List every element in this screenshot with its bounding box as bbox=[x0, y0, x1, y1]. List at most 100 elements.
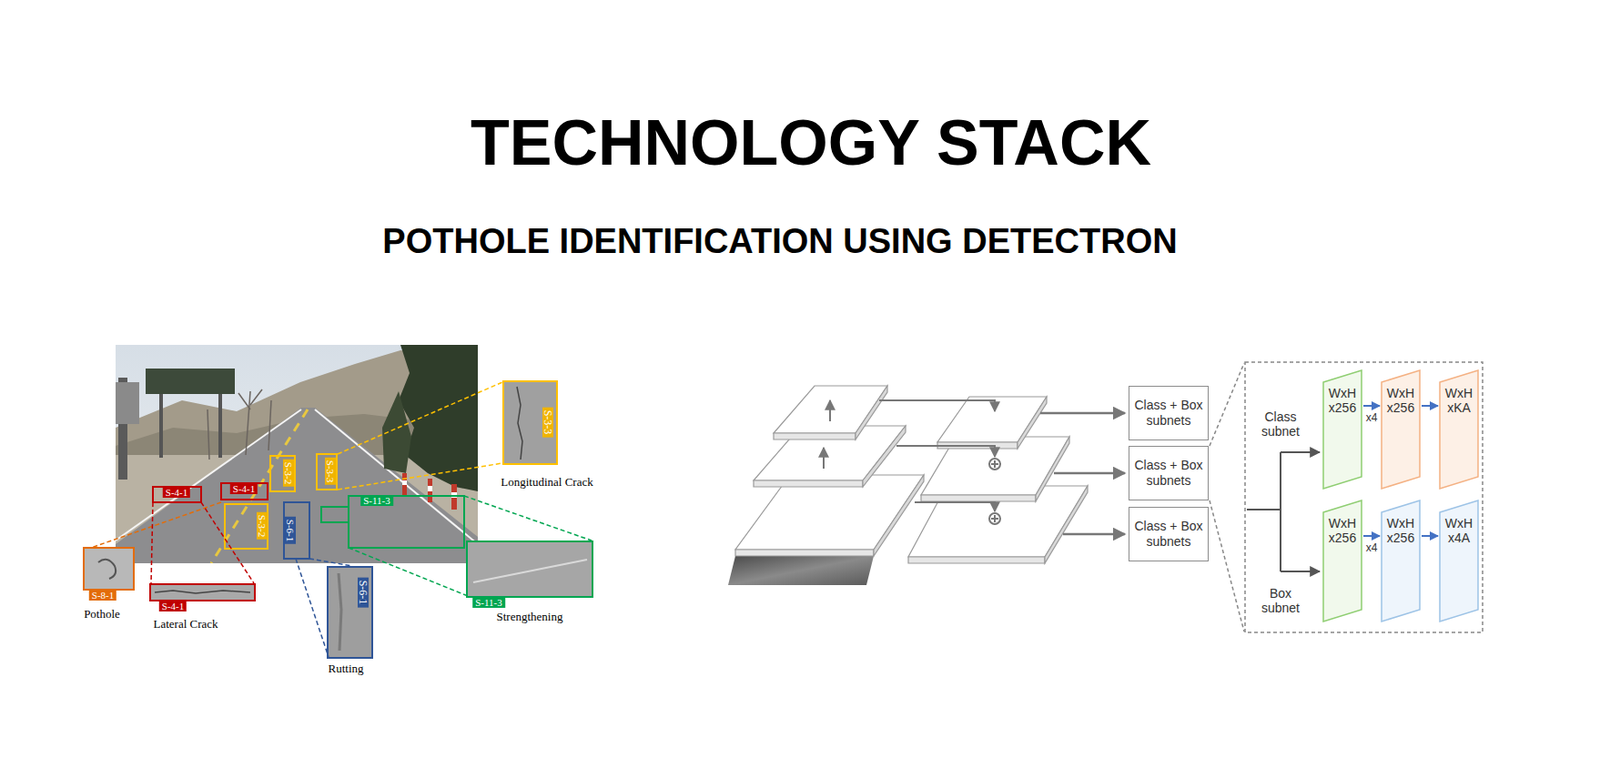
road-photo bbox=[402, 480, 407, 486]
repeat-count: x4 bbox=[1365, 412, 1379, 425]
feature-pyramid bbox=[921, 495, 1036, 502]
slide-title: TECHNOLOGY STACK bbox=[470, 106, 1152, 180]
panel-text: WxH x256 bbox=[1326, 516, 1359, 546]
box-text: Class + Box subnets bbox=[1134, 518, 1204, 550]
branch-arrow bbox=[1246, 452, 1320, 572]
road-photo bbox=[245, 391, 251, 456]
defect-code-tag: S-3-2 bbox=[256, 512, 268, 540]
panel-outline bbox=[1323, 500, 1362, 622]
road-photo bbox=[145, 368, 235, 395]
defect-code-tag: S-6-1 bbox=[284, 516, 296, 545]
panel-outline bbox=[1439, 370, 1479, 489]
pyramid-arrow bbox=[879, 400, 995, 412]
defect-code-tag: S-4-1 bbox=[162, 486, 191, 498]
subnet-box: Class + Box subnets bbox=[1128, 506, 1209, 562]
feature-map-panel: WxH x256 bbox=[1322, 369, 1363, 490]
subnet-detail-frame bbox=[1209, 362, 1483, 633]
panel-outline bbox=[1381, 370, 1420, 489]
feature-pyramid bbox=[1035, 436, 1070, 502]
branch-label: Class subnet bbox=[1256, 409, 1305, 439]
pyramid-arrow bbox=[896, 445, 995, 457]
branch-arrow bbox=[1280, 451, 1320, 454]
road-photo bbox=[398, 344, 478, 492]
zoom-patch bbox=[338, 573, 342, 651]
panel-text: WxH x256 bbox=[1384, 385, 1418, 416]
defect-outline bbox=[321, 506, 349, 523]
subnet-detail-frame bbox=[1209, 500, 1245, 632]
branch-arrow bbox=[1246, 508, 1281, 511]
leader-line bbox=[151, 502, 153, 584]
zoom-patch bbox=[154, 590, 251, 594]
road-photo bbox=[268, 400, 272, 451]
panel-outline bbox=[1439, 500, 1479, 622]
pyramid-arrow bbox=[991, 515, 999, 523]
zoom-patch bbox=[83, 547, 134, 590]
leader-line bbox=[201, 502, 254, 584]
defect-code-tag: S-4-1 bbox=[230, 483, 258, 495]
panel-text: WxH x256 bbox=[1384, 516, 1418, 546]
feature-pyramid bbox=[862, 425, 906, 487]
defect-code-tag: S-11-3 bbox=[472, 597, 506, 608]
panel-text: WxH xKA bbox=[1442, 385, 1476, 416]
feature-map-panel: WxH x256 bbox=[1322, 499, 1363, 623]
leader-line bbox=[337, 382, 503, 455]
branch-arrow bbox=[1279, 452, 1282, 572]
panel-outline bbox=[1323, 370, 1362, 489]
feature-pyramid bbox=[753, 425, 906, 481]
defect-outline bbox=[283, 502, 310, 559]
feature-pyramid bbox=[753, 480, 863, 487]
road-photo bbox=[218, 394, 223, 458]
feature-pyramid bbox=[937, 396, 1047, 443]
pyramid-arrow bbox=[1063, 533, 1125, 537]
connector-arrow bbox=[1363, 405, 1380, 407]
pyramid-arrow bbox=[1040, 412, 1125, 416]
road-photo bbox=[115, 409, 302, 541]
zoom-patch bbox=[98, 559, 116, 579]
feature-map-panel: WxH x256 bbox=[1380, 499, 1421, 623]
panel-text: WxH x256 bbox=[1326, 385, 1359, 416]
road-photo bbox=[238, 393, 251, 410]
zoom-patch bbox=[473, 559, 588, 583]
defect-code-tag: S-4-1 bbox=[159, 600, 187, 612]
slide-subtitle: POTHOLE IDENTIFICATION USING DETECTRON bbox=[382, 222, 1177, 262]
feature-pyramid bbox=[1017, 396, 1047, 449]
pyramid-arrow bbox=[914, 502, 995, 512]
road-photo bbox=[427, 486, 433, 492]
defect-outline bbox=[270, 455, 295, 492]
defect-code-tag: S-3-3 bbox=[324, 457, 336, 486]
feature-pyramid bbox=[773, 433, 856, 440]
defect-code-tag: S-3-3 bbox=[542, 407, 554, 438]
pyramid-arrow bbox=[989, 513, 1001, 525]
pyramid-arrow bbox=[991, 460, 999, 468]
road-photo bbox=[402, 473, 407, 496]
defect-code-tag: S-11-3 bbox=[360, 495, 394, 507]
defect-outline bbox=[152, 486, 202, 503]
defect-outline bbox=[348, 496, 465, 548]
zoom-patch bbox=[466, 541, 593, 598]
defect-code-tag: S-8-1 bbox=[89, 589, 117, 601]
road-photo bbox=[115, 344, 478, 564]
defect-outline bbox=[316, 454, 337, 490]
road-photo bbox=[159, 394, 163, 458]
pyramid-arrow bbox=[829, 400, 831, 422]
leader-line bbox=[91, 382, 592, 658]
defect-name: Strengthening bbox=[496, 609, 564, 625]
repeat-count: x4 bbox=[1365, 542, 1379, 555]
road-photo bbox=[115, 344, 478, 564]
pyramid-arrow bbox=[823, 400, 1125, 535]
feature-pyramid bbox=[735, 475, 924, 550]
feature-map-panel: WxH x4A bbox=[1438, 499, 1479, 623]
subnet-detail-frame bbox=[1245, 362, 1483, 633]
leader-line bbox=[309, 558, 353, 567]
feature-pyramid bbox=[735, 549, 874, 557]
branch-arrow bbox=[1280, 570, 1320, 573]
feature-pyramid bbox=[728, 556, 874, 586]
subnet-box: Class + Box subnets bbox=[1128, 385, 1209, 441]
zoom-patch bbox=[83, 381, 593, 659]
leader-line bbox=[464, 496, 592, 541]
road-photo bbox=[207, 409, 210, 460]
box-text: Class + Box subnets bbox=[1134, 457, 1204, 489]
zoom-patch bbox=[150, 584, 255, 601]
defect-name: Lateral Crack bbox=[152, 617, 218, 632]
